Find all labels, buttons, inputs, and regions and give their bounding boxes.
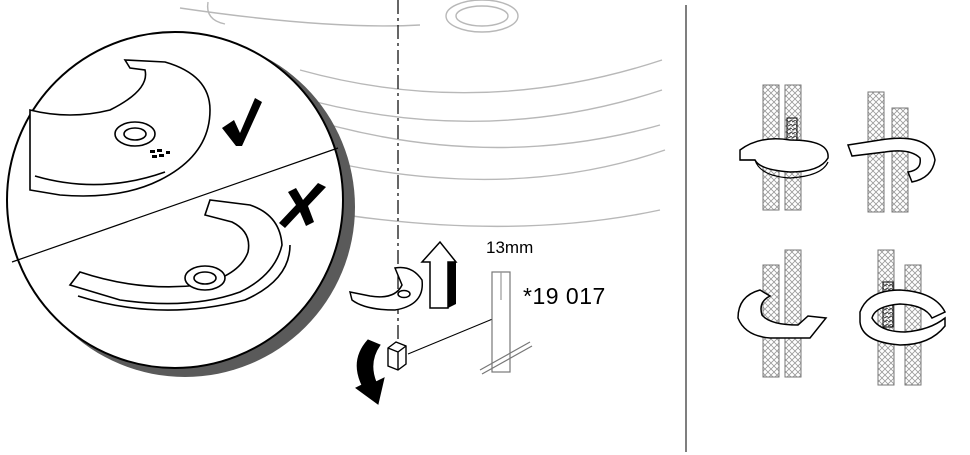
bracket-correct	[29, 59, 211, 197]
variant-bottom-right	[859, 249, 947, 386]
basin-outline	[179, 0, 666, 228]
socket-wrench	[479, 271, 533, 375]
variant-top-right	[846, 91, 936, 213]
rotate-arrow-icon	[355, 339, 385, 405]
variant-bottom-left	[737, 249, 828, 378]
part-number-label: *19 017	[523, 283, 606, 309]
cross-mark-icon	[279, 183, 326, 228]
check-mark-icon	[222, 98, 262, 146]
wrench-size-label: 13mm	[486, 238, 534, 257]
mounting-bracket	[348, 266, 423, 311]
variant-top-left	[739, 84, 829, 211]
nut	[387, 341, 407, 371]
bracket-incorrect	[68, 199, 291, 311]
